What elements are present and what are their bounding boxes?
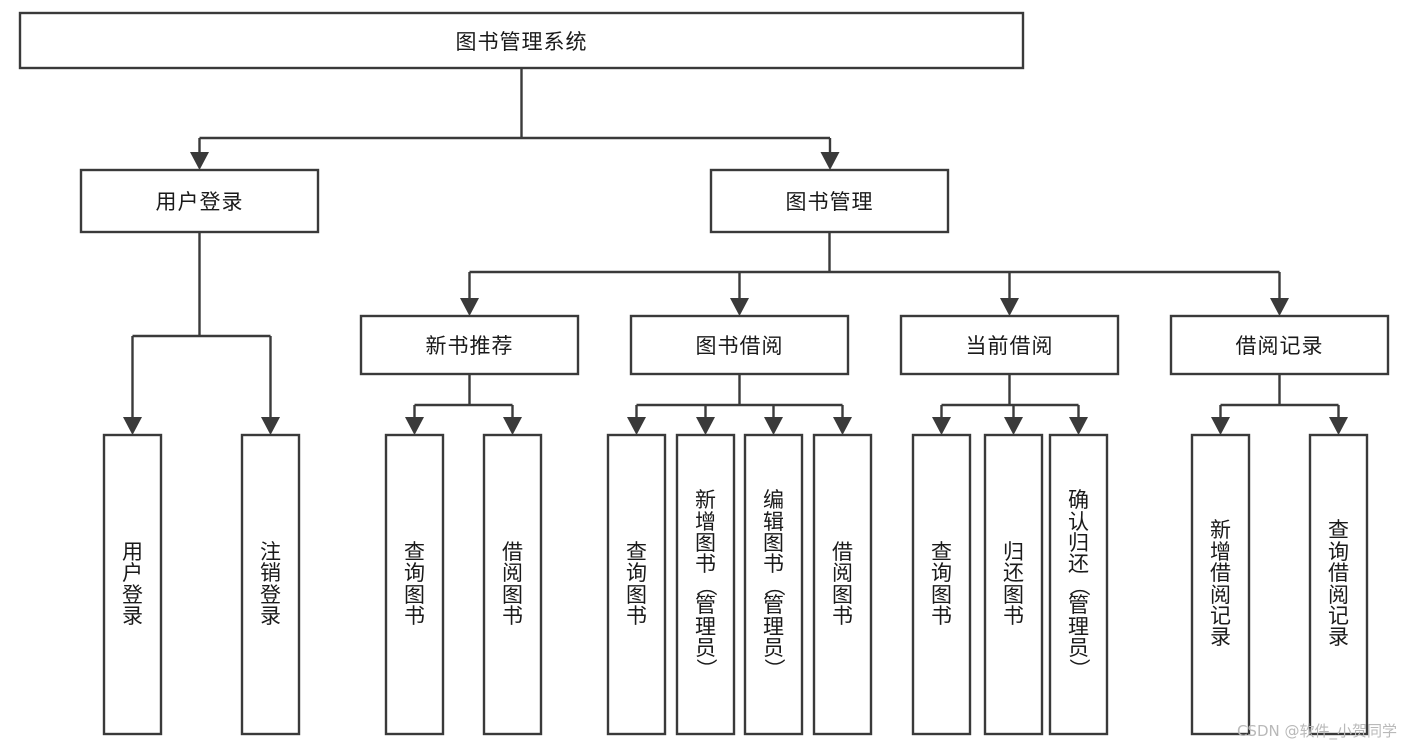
connector-root-trunk [198, 68, 832, 152]
connectors-layer [123, 68, 1348, 435]
arrowhead-to-leaf-query-book-2 [627, 417, 646, 435]
arrowhead-to-leaf-add-borrow-record [1211, 417, 1230, 435]
leaf-query-book-2-box[interactable] [606, 433, 667, 736]
arrowhead-to-leaf-query-borrow-record [1329, 417, 1348, 435]
leaf-user-login-box[interactable] [102, 433, 163, 736]
arrowhead-to-leaf-user-login [123, 417, 142, 435]
arrowhead-to-leaf-borrow-book-1 [503, 417, 522, 435]
arrowhead-to-leaf-add-book-admin [696, 417, 715, 435]
leaf-borrow-book-1-box[interactable] [482, 433, 543, 736]
node-user-login-box[interactable] [79, 168, 320, 234]
leaf-borrow-book-2-box[interactable] [812, 433, 873, 736]
leaf-query-book-3-box[interactable] [911, 433, 972, 736]
connector-newbook-trunk [413, 374, 514, 417]
leaf-query-borrow-record-box[interactable] [1308, 433, 1369, 736]
node-new-book-recommend-box[interactable] [359, 314, 580, 376]
connector-bookborrow-trunk [635, 374, 844, 417]
arrowhead-to-current-borrow [1000, 298, 1019, 316]
arrowhead-to-new-book-recommend [460, 298, 479, 316]
arrowhead-to-borrow-record [1270, 298, 1289, 316]
arrowhead-to-leaf-edit-book-admin [764, 417, 783, 435]
arrowhead-to-leaf-return-book [1004, 417, 1023, 435]
node-borrow-record-box[interactable] [1169, 314, 1390, 376]
connector-currentborrow-trunk [940, 374, 1080, 417]
connector-userlogin-trunk [131, 232, 272, 417]
arrowhead-to-leaf-query-book-3 [932, 417, 951, 435]
arrowhead-to-leaf-logout-login [261, 417, 280, 435]
arrowhead-to-leaf-borrow-book-2 [833, 417, 852, 435]
connector-borrowrecord-trunk [1219, 374, 1340, 417]
arrowhead-to-leaf-query-book-1 [405, 417, 424, 435]
arrowhead-to-leaf-confirm-return-admin [1069, 417, 1088, 435]
connector-bookmgmt-trunk [468, 232, 1281, 298]
leaf-query-book-1-box[interactable] [384, 433, 445, 736]
csdn-watermark: CSDN @软件_小贺同学 [1236, 722, 1397, 740]
nodes-layer [18, 11, 1390, 736]
arrowhead-to-book-management [820, 152, 840, 170]
leaf-logout-login-box[interactable] [240, 433, 301, 736]
arrowhead-to-user-login [190, 152, 209, 170]
node-book-management-box[interactable] [709, 168, 950, 234]
node-book-borrow-box[interactable] [629, 314, 850, 376]
arrowhead-to-book-borrow [730, 298, 749, 316]
node-current-borrow-box[interactable] [899, 314, 1120, 376]
leaf-confirm-return-admin-box[interactable] [1048, 433, 1109, 736]
leaf-edit-book-admin-box[interactable] [743, 433, 804, 736]
leaf-add-borrow-record-box[interactable] [1190, 433, 1251, 736]
leaf-add-book-admin-box[interactable] [675, 433, 736, 736]
leaf-return-book-box[interactable] [983, 433, 1044, 736]
node-root-box[interactable] [18, 11, 1025, 70]
